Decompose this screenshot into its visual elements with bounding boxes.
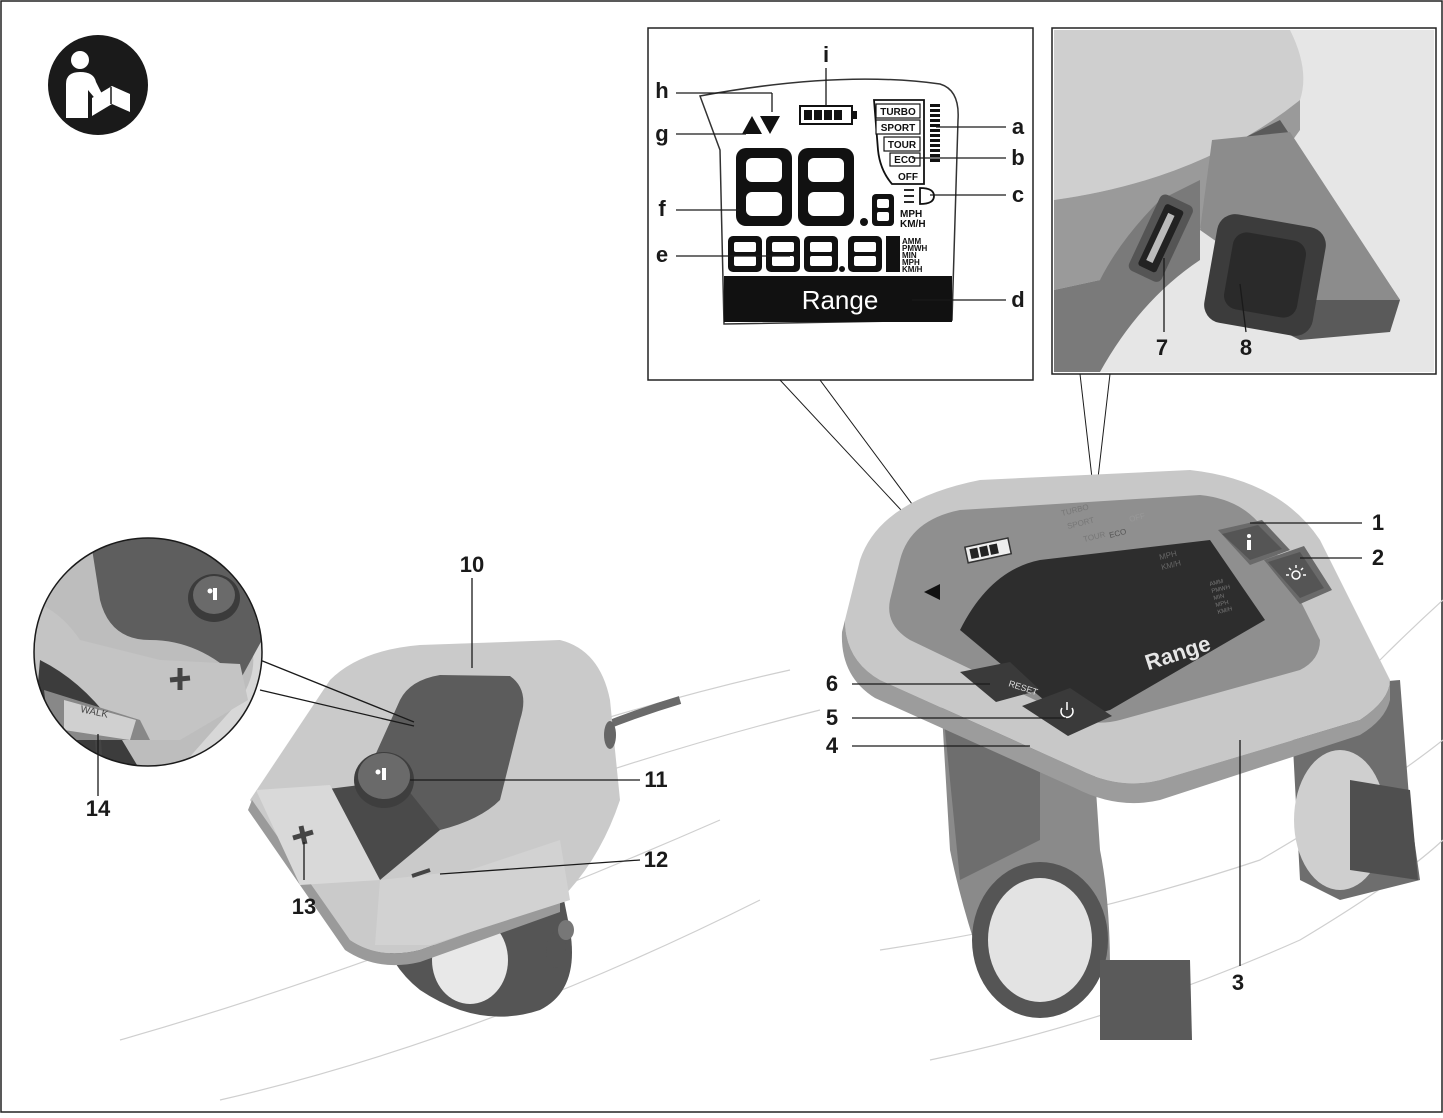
device-mode-eco: ECO: [1108, 527, 1127, 540]
device-speed-unit-mph: MPH: [1158, 549, 1178, 562]
device-mode-box: TURBO SPORT TOUR ECO OFF: [1060, 502, 1146, 544]
device-leader-lines: [852, 522, 1362, 966]
trip-unit-mph: MPH: [902, 258, 920, 267]
minus-icon: [411, 868, 431, 878]
device-battery-icon: [963, 537, 1013, 564]
device-screen: [960, 540, 1265, 714]
callout-11: 11: [644, 767, 667, 792]
callout-1: 1: [1372, 510, 1384, 535]
callout-3: 3: [1232, 970, 1244, 995]
plus-icon: [169, 668, 191, 690]
device-trip-unit-amm: AMM: [1209, 579, 1224, 588]
callout-g: g: [655, 121, 668, 146]
walk-zoom-info-button: [188, 574, 240, 622]
callout-10: 10: [460, 552, 484, 577]
callout-6: 6: [826, 671, 838, 696]
trip-unit-amm: AMM: [902, 237, 921, 246]
remote-side-button: [546, 920, 574, 968]
callout-4: 4: [826, 733, 839, 758]
speed-unit-mph: MPH: [900, 209, 922, 220]
read-manual-icon: [48, 35, 148, 135]
callout-a: a: [1012, 114, 1025, 139]
callout-14: 14: [86, 796, 111, 821]
callout-2: 2: [1372, 545, 1384, 570]
remote-control: [248, 640, 620, 1017]
lcd-info-text: Range: [802, 285, 879, 315]
light-icon: [1286, 565, 1306, 580]
info-icon: [207, 588, 217, 600]
mode-tour-label: TOUR: [888, 140, 917, 151]
remote-info-button[interactable]: [354, 752, 414, 808]
callout-5: 5: [826, 705, 838, 730]
trip-unit-pmwh: PMWH: [902, 244, 928, 253]
device-trip-unit-pmwh: PMWH: [1211, 585, 1231, 595]
remote-leader-lines: [259, 578, 641, 880]
remote-minus-button[interactable]: [375, 840, 570, 945]
device-light-button[interactable]: [1264, 546, 1332, 604]
mode-off-label: OFF: [898, 172, 918, 183]
callout-7: 7: [1156, 335, 1168, 360]
device-info-button[interactable]: [1218, 520, 1290, 565]
trip-digits: [728, 236, 900, 272]
device-trip-unit-min: MIN: [1213, 593, 1225, 601]
info-icon: [1247, 534, 1251, 550]
arrow-up-icon: [742, 116, 762, 134]
callout-d: d: [1011, 287, 1024, 312]
trip-unit-min: MIN: [902, 251, 917, 260]
usb-port: [1128, 194, 1193, 282]
assist-mode-box: TURBO SPORT TOUR ECO OFF: [873, 99, 940, 185]
power-icon: [1060, 702, 1074, 718]
device-trip-units: AMM PMWH MIN MPH KM/H: [1209, 579, 1233, 616]
speed-unit-kmh: KM/H: [900, 219, 926, 230]
display-unit: Range TURBO SPORT TOUR ECO OFF MPH KM/H …: [841, 470, 1390, 804]
lcd-text-area: [724, 276, 952, 322]
device-mode-off: OFF: [1128, 511, 1146, 524]
trip-unit-kmh: KM/H: [902, 265, 923, 274]
device-arrow-icon: [924, 584, 940, 600]
lcd-outline: [698, 78, 959, 325]
mode-sport-label: SPORT: [881, 123, 915, 134]
callout-12: 12: [644, 847, 668, 872]
callout-13: 13: [292, 894, 316, 919]
remote-plus-button[interactable]: [256, 785, 380, 885]
display-zoom-panel: TURBO SPORT TOUR ECO OFF: [647, 27, 1034, 381]
usb-zoom-panel: 7 8: [1051, 27, 1437, 375]
device-trip-unit-kmh: KM/H: [1217, 606, 1233, 615]
callout-8: 8: [1240, 335, 1252, 360]
device-trip-unit-mph: MPH: [1215, 600, 1229, 609]
speed-digits: [736, 148, 894, 226]
callout-f: f: [658, 196, 666, 221]
light-symbol-icon: [904, 187, 935, 205]
device-reset-button[interactable]: RESET: [960, 662, 1040, 702]
callout-b: b: [1011, 145, 1024, 170]
device-power-button[interactable]: [1022, 688, 1112, 736]
callout-i: i: [823, 42, 829, 67]
callout-e: e: [656, 242, 668, 267]
walk-zoom-circle: WALK: [33, 537, 263, 767]
assist-level-bars: [930, 104, 940, 162]
mode-eco-label: ECO: [894, 155, 916, 166]
info-icon: [375, 768, 386, 780]
callout-h: h: [655, 78, 668, 103]
plus-icon: [292, 825, 314, 845]
lcd-leader-lines: [676, 68, 1006, 301]
arrow-down-icon: [760, 116, 780, 134]
callout-c: c: [1012, 182, 1024, 207]
mode-turbo-label: TURBO: [880, 107, 916, 118]
